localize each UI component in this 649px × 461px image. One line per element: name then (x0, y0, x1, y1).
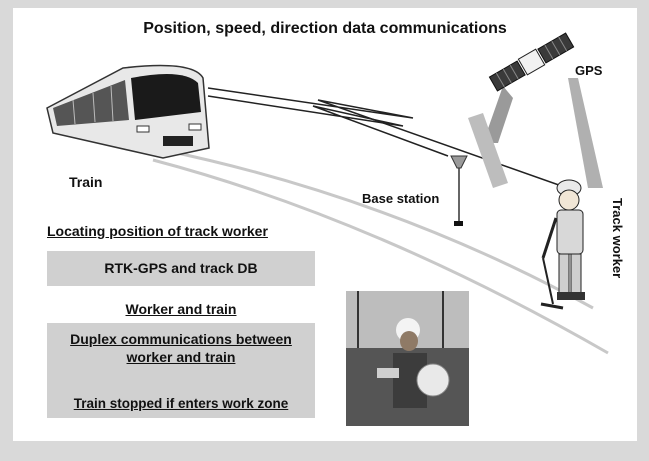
base-station-icon (450, 155, 468, 226)
duplex-line1: Duplex communications between (70, 331, 292, 347)
track-worker-icon (540, 179, 585, 310)
rail-tracks (152, 148, 609, 355)
lightning-signal-icon (207, 87, 574, 191)
gps-label: GPS (575, 63, 603, 78)
duplex-line2: worker and train (126, 349, 236, 365)
rtk-gps-box: RTK-GPS and track DB (47, 251, 315, 286)
train-icon (46, 64, 210, 159)
duplex-communications-box: Duplex communications between worker and… (47, 323, 315, 418)
worker-photo (346, 291, 469, 426)
diagram-scene (46, 32, 609, 426)
page-title: Position, speed, direction data communic… (143, 20, 507, 37)
heading-locating-position: Locating position of track worker (47, 223, 268, 239)
train-stopped-line: Train stopped if enters work zone (73, 396, 289, 411)
track-worker-label: Track worker (610, 198, 625, 279)
heading-worker-and-train: Worker and train (125, 301, 237, 317)
gps-satellite-icon (488, 32, 575, 92)
train-label: Train (69, 174, 103, 190)
rtk-gps-label: RTK-GPS and track DB (104, 260, 258, 276)
base-station-label: Base station (362, 191, 440, 206)
slide-panel: Position, speed, direction data communic… (13, 8, 637, 441)
gps-beams (468, 78, 603, 188)
